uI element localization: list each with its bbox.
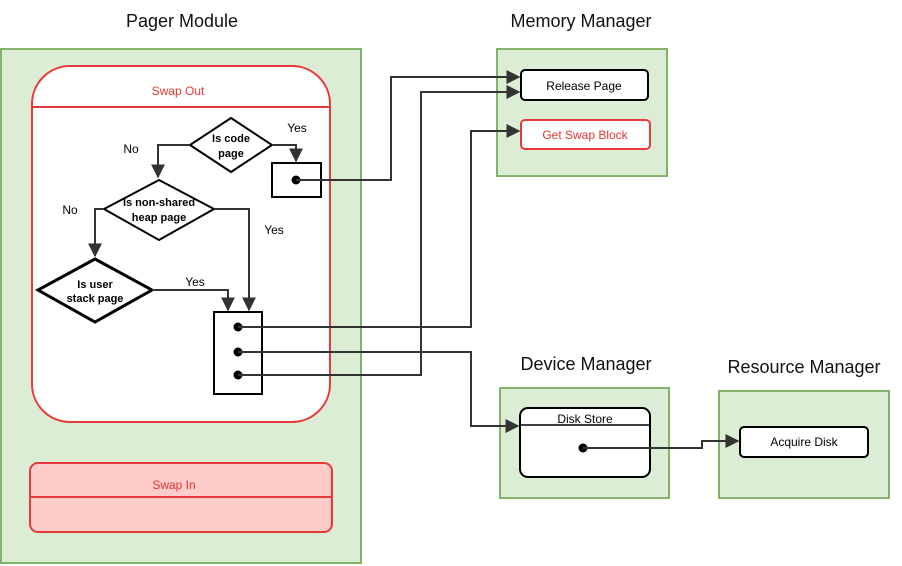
edge-heap-no — [88, 208, 104, 258]
edge-label-code-no: No — [123, 142, 139, 156]
get-swap-block-box[interactable]: Get Swap Block — [520, 119, 651, 150]
disk-store-label: Disk Store — [557, 412, 613, 426]
device-manager-title: Device Manager — [520, 354, 651, 374]
edge-heap-yes — [214, 208, 256, 312]
inter-module-edges — [238, 70, 740, 449]
decision-diamond — [101, 178, 217, 242]
disk-store-box[interactable]: Disk Store — [519, 407, 651, 478]
swap-out-label: Swap Out — [152, 84, 205, 98]
edge-to-disk-store — [238, 351, 520, 433]
decision-stack-line2: stack page — [67, 293, 124, 305]
decision-heap-page[interactable]: Is non-shared heap page — [101, 178, 217, 242]
release-page-label: Release Page — [546, 79, 622, 93]
decision-code-line2: page — [218, 148, 244, 160]
edge-label-heap-no: No — [62, 203, 78, 217]
decision-diamond — [34, 257, 156, 324]
decision-heap-line2: heap page — [132, 212, 186, 224]
pager-module-title: Pager Module — [126, 11, 238, 31]
memory-manager-box — [496, 48, 668, 177]
edge-disk-to-acquire-disk — [583, 434, 740, 449]
edge-label-stack-yes: Yes — [185, 275, 205, 289]
memory-manager-title: Memory Manager — [510, 11, 651, 31]
swap-in-label: Swap In — [152, 478, 195, 492]
edge-label-code-yes: Yes — [287, 121, 307, 135]
get-swap-block-label: Get Swap Block — [542, 128, 628, 142]
get-swap-block-rect — [520, 119, 651, 150]
edge-code-no — [151, 144, 190, 179]
release-page-rect — [520, 69, 649, 101]
acquire-disk-rect — [739, 426, 869, 458]
edge-label-heap-yes: Yes — [264, 223, 284, 237]
edge-code-yes — [272, 144, 303, 163]
edge-code-to-release-page — [296, 70, 521, 181]
edge-to-get-swap-block — [238, 124, 521, 328]
resource-manager-title: Resource Manager — [727, 357, 880, 377]
acquire-disk-box[interactable]: Acquire Disk — [739, 426, 869, 458]
decision-code-page[interactable]: Is code page — [188, 116, 274, 174]
swap-in-container[interactable]: Swap In — [29, 462, 333, 533]
decision-code-line1: Is code — [212, 133, 250, 145]
edge-to-release-page — [238, 85, 521, 376]
pager-edges — [88, 144, 303, 312]
decision-diamond — [188, 116, 274, 174]
decision-heap-line1: Is non-shared — [123, 197, 195, 209]
swap-out-box — [31, 65, 331, 423]
acquire-disk-label: Acquire Disk — [770, 435, 838, 449]
edge-stack-yes — [152, 289, 235, 312]
swap-out-container[interactable]: Swap Out — [31, 65, 331, 423]
release-page-box[interactable]: Release Page — [520, 69, 649, 101]
decision-user-stack[interactable]: Is user stack page — [34, 257, 156, 324]
decision-stack-line1: Is user — [77, 279, 113, 291]
